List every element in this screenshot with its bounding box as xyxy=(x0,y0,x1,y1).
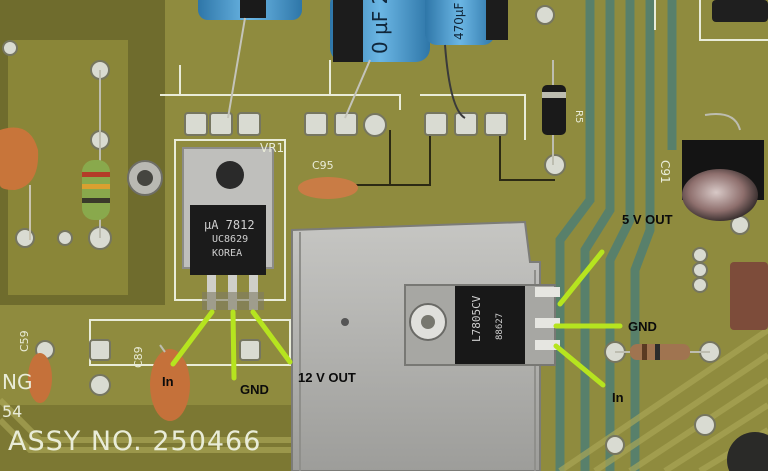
ceramic-cap-c59 xyxy=(28,353,52,403)
silk-r5: R5 xyxy=(573,110,584,124)
resistor-left xyxy=(82,70,110,238)
standoff-screw xyxy=(127,160,163,196)
label-12v-gnd: GND xyxy=(240,382,269,397)
capacitor-top-middle xyxy=(330,0,430,119)
connector-right xyxy=(730,262,768,330)
label-12v-out: 12 V OUT xyxy=(298,370,356,385)
capacitor-top-left xyxy=(198,0,302,119)
label-12v-in: In xyxy=(162,374,174,389)
ceramic-cap-c95 xyxy=(298,177,358,199)
7812-marking-line2: UC8629 xyxy=(212,234,249,245)
ceramic-cap-c89 xyxy=(150,344,190,421)
7812-marking-line3: KOREA xyxy=(212,248,243,259)
7812-marking-line1: µA 7812 xyxy=(204,218,255,232)
arrow-5v-in xyxy=(553,343,606,388)
arrow-12v-in xyxy=(170,309,215,367)
label-5v-in: In xyxy=(612,390,624,405)
silkscreen-lines xyxy=(89,0,768,366)
silk-c89: C89 xyxy=(132,346,145,368)
label-5v-out: 5 V OUT xyxy=(622,212,673,227)
arrow-5v-out xyxy=(557,249,605,307)
silk-vr1: VR1 xyxy=(260,141,285,155)
7805-marking-line2: 88627 xyxy=(495,312,505,340)
mount-hole xyxy=(727,432,768,471)
silk-c59: C59 xyxy=(18,330,31,352)
trace-group xyxy=(555,0,677,471)
arrow-12v-gnd xyxy=(230,309,237,381)
cap-right-marking: 470µF xyxy=(452,2,466,40)
resistor-bottom-right xyxy=(615,344,710,360)
regulator-7805 xyxy=(404,284,560,366)
ceramic-cap-left xyxy=(0,127,39,240)
silk-c91: C91 xyxy=(658,160,672,184)
ic-top-right xyxy=(712,0,768,22)
label-5v-gnd: GND xyxy=(628,319,657,334)
cap-middle-marking: 0 µF 2 xyxy=(368,0,392,54)
diode xyxy=(542,60,566,165)
annotation-arrows xyxy=(170,249,623,388)
arrow-12v-out xyxy=(250,309,293,365)
silk-partial-top: NG xyxy=(2,370,33,394)
7805-marking-line1: L7805CV xyxy=(470,295,483,342)
silk-partial-bottom: 54 xyxy=(2,402,23,421)
silk-c95: C95 xyxy=(312,159,334,172)
assy-number: ASSY NO. 250466 xyxy=(8,426,262,457)
capacitor-top-right xyxy=(425,0,508,119)
capacitor-c91 xyxy=(682,113,764,221)
regulator-7812 xyxy=(182,147,274,310)
